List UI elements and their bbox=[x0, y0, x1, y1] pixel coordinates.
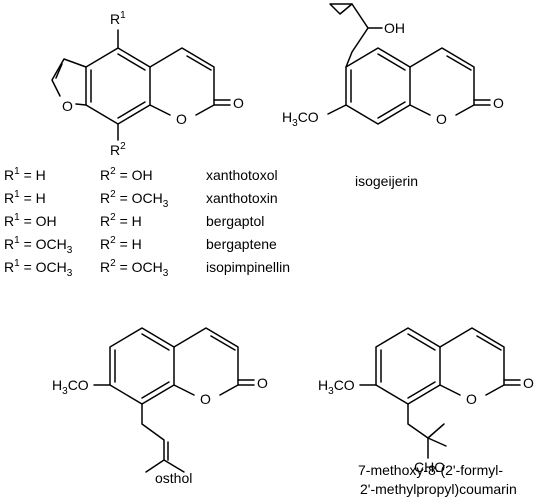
isogeijerin-carbonyl-oxygen-label: O bbox=[493, 95, 504, 111]
table-row-r2: R2 = H bbox=[100, 235, 142, 252]
formylcoumarin-aldehyde-label: CHO bbox=[414, 459, 445, 475]
bond bbox=[149, 104, 171, 116]
formylcoumarin-benzene-ring bbox=[375, 327, 441, 405]
osthol-benzene-ring bbox=[109, 327, 175, 405]
table-row-r2: R2 = OCH3 bbox=[100, 258, 169, 279]
osthol-lactone-oxygen-label: O bbox=[200, 391, 211, 407]
formylcoumarin-carbonyl-oxygen-label: O bbox=[523, 375, 534, 391]
bond bbox=[407, 333, 436, 351]
osthol-structure: O O H3CO osthol bbox=[52, 327, 268, 486]
formylcoumarin-methoxy-label: H3CO bbox=[318, 377, 355, 397]
bond bbox=[446, 55, 472, 71]
furocoumarin-furan-ring bbox=[51, 58, 87, 97]
isogeijerin-pyranone-ring bbox=[409, 47, 475, 116]
bond bbox=[427, 437, 447, 447]
carbonyl-oxygen-label: O bbox=[233, 95, 244, 111]
bond bbox=[141, 381, 170, 399]
isogeijerin-name: isogeijerin bbox=[355, 173, 418, 189]
bond bbox=[377, 101, 406, 119]
table-row-r1: R1 = OH bbox=[4, 212, 57, 229]
substituent-table: R1 = H R2 = OH xanthotoxol R1 = H R2 = OCH3 x… bbox=[4, 166, 290, 279]
bond bbox=[409, 104, 431, 116]
lactone-oxygen-label: O bbox=[176, 111, 187, 127]
osthol-methoxy-label: H3CO bbox=[52, 377, 89, 397]
bond bbox=[476, 335, 502, 351]
osthol-carbonyl-oxygen-label: O bbox=[257, 375, 268, 391]
bond bbox=[117, 53, 146, 71]
table-row-r1: R1 = OCH3 bbox=[4, 258, 73, 279]
table-row-compound-name: isopimpinellin bbox=[206, 259, 290, 275]
isogeijerin-lactone-oxygen-label: O bbox=[436, 111, 447, 127]
furan-oxygen-label: O bbox=[62, 98, 73, 114]
bond bbox=[210, 335, 236, 351]
table-row-compound-name: bergaptene bbox=[206, 236, 277, 252]
bond bbox=[407, 381, 436, 399]
table-row-r2: R2 = OCH3 bbox=[100, 189, 169, 210]
table-row-r2: R2 = H bbox=[100, 212, 142, 229]
formylcoumarin-name-line1: 7-methoxy-8-(2'-formyl- bbox=[358, 462, 503, 478]
isogeijerin-structure: OH O O H3CO isogeijerin bbox=[282, 3, 504, 189]
formylcoumarin-name-line2: 2'-methylpropyl)coumarin bbox=[360, 481, 517, 497]
r1-label: R1 bbox=[110, 10, 126, 27]
osthol-pyranone-ring bbox=[173, 327, 239, 396]
bond bbox=[173, 384, 195, 396]
table-row-compound-name: xanthotoxol bbox=[206, 167, 278, 183]
bond bbox=[427, 423, 445, 439]
bond bbox=[117, 101, 146, 119]
bond bbox=[186, 55, 212, 71]
formylcoumarin-side-chain bbox=[407, 403, 429, 459]
r2-label: R2 bbox=[110, 141, 126, 158]
table-row-compound-name: bergaptol bbox=[206, 213, 264, 229]
isogeijerin-isopropyl bbox=[329, 3, 353, 15]
bond bbox=[145, 459, 165, 473]
furocoumarin-structure: O O O R1 R2 bbox=[51, 10, 244, 158]
osthol-name: osthol bbox=[155, 470, 192, 486]
bond bbox=[327, 104, 347, 115]
table-row-r1: R1 = H bbox=[4, 189, 46, 206]
bond bbox=[75, 103, 87, 106]
bond bbox=[377, 53, 406, 71]
table-row-r2: R2 = OH bbox=[100, 166, 153, 183]
formylcoumarin-lactone-oxygen-label: O bbox=[466, 391, 477, 407]
furocoumarin-pyranone-ring bbox=[149, 47, 215, 116]
table-row-compound-name: xanthotoxin bbox=[206, 190, 278, 206]
osthol-prenyl-chain bbox=[141, 403, 185, 473]
isogeijerin-side-chain bbox=[345, 3, 369, 68]
bond bbox=[55, 63, 63, 79]
isogeijerin-methoxy-label: H3CO bbox=[282, 109, 319, 129]
formylcoumarin-pyranone-ring bbox=[439, 327, 505, 396]
furocoumarin-benzene-ring bbox=[85, 47, 151, 125]
isogeijerin-hydroxyl-label: OH bbox=[384, 20, 405, 36]
table-row-r1: R1 = H bbox=[4, 166, 46, 183]
table-row-r1: R1 = OCH3 bbox=[4, 235, 73, 256]
bond bbox=[141, 333, 170, 351]
bond bbox=[439, 384, 461, 396]
formylcoumarin-structure: O O H3CO CHO 7-methoxy-8-(2'-formyl- 2'-… bbox=[318, 327, 534, 497]
isogeijerin-benzene-ring bbox=[345, 47, 411, 125]
